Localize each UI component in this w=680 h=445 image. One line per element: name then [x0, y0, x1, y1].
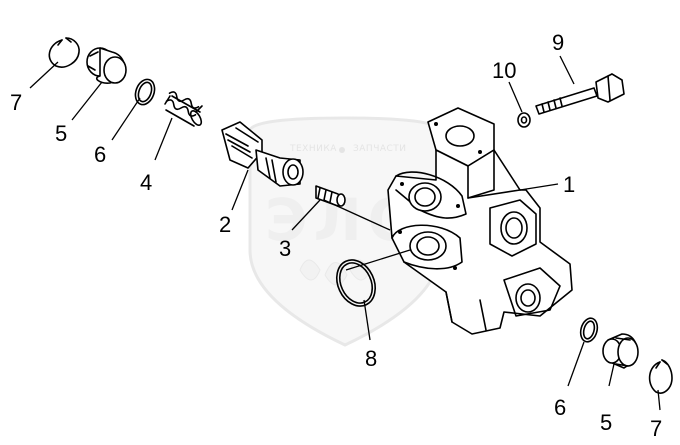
bolt-part-9: [535, 73, 625, 115]
circlip-part-7-lower: [648, 359, 673, 394]
callout-7-upper: 7: [10, 90, 22, 115]
callout-2: 2: [219, 212, 231, 237]
callout-8: 8: [365, 346, 377, 371]
plug-part-5-lower: [602, 333, 639, 369]
valve-body-part-1: [387, 107, 573, 335]
spring-part-4: [164, 91, 203, 127]
plug-part-5-upper: [86, 47, 127, 84]
callout-10: 10: [492, 58, 516, 83]
watermark-right-text: ЗАПЧАСТИ: [353, 144, 407, 154]
callout-5-upper: 5: [55, 121, 67, 146]
o-ring-part-6-lower: [579, 317, 599, 343]
callout-1: 1: [563, 172, 575, 197]
callout-6-lower: 6: [554, 395, 566, 420]
callout-9: 9: [552, 30, 564, 55]
callout-3: 3: [279, 236, 291, 261]
leader-lines: [29, 55, 661, 411]
callout-5-lower: 5: [600, 410, 612, 435]
callout-7-lower: 7: [650, 416, 662, 441]
o-ring-part-6-upper: [134, 78, 156, 106]
watermark-left-text: ТЕХНИКА: [289, 144, 337, 154]
callout-4: 4: [140, 170, 152, 195]
spool-part-2: [221, 121, 304, 187]
pin-part-3: [315, 185, 346, 207]
circlip-part-7-upper: [48, 37, 80, 68]
washer-part-10: [517, 112, 531, 128]
callout-6-upper: 6: [94, 142, 106, 167]
